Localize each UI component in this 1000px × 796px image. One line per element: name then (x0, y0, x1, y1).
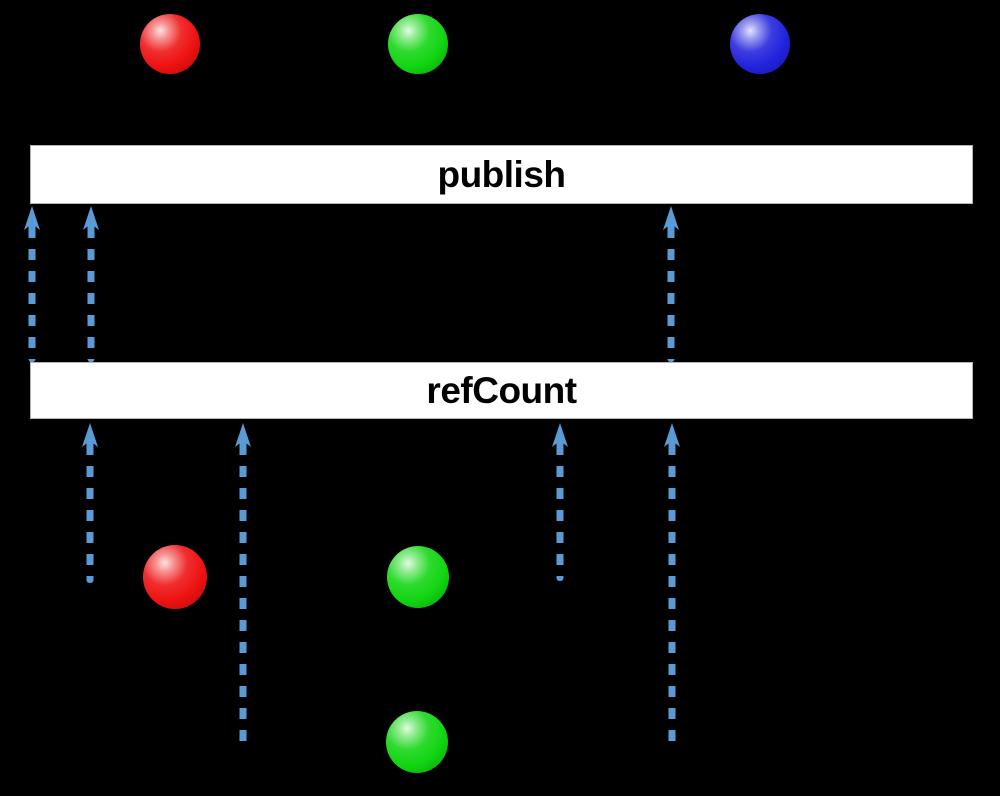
operator-bar-refcount[interactable]: refCount (30, 362, 973, 419)
arrow-head-icon (79, 423, 101, 449)
marble-output-green (388, 14, 448, 74)
arrow-head-icon (660, 206, 682, 232)
arrow-refcount-4 (661, 423, 683, 748)
operator-bar-publish[interactable]: publish (30, 145, 973, 204)
operator-label-publish: publish (437, 154, 566, 195)
arrow-head-icon (80, 206, 102, 232)
arrow-shaft (239, 444, 247, 748)
arrow-head-icon (21, 206, 43, 232)
arrow-shaft (668, 444, 676, 748)
arrow-shaft (87, 227, 95, 362)
arrow-shaft (28, 227, 36, 362)
arrow-publish-3 (660, 206, 682, 362)
marble-output-red (140, 14, 200, 74)
marble-source-red (143, 545, 207, 609)
arrow-shaft (556, 444, 564, 581)
arrow-publish-2 (80, 206, 102, 362)
marble-source-green-2 (386, 711, 448, 773)
arrow-head-icon (232, 423, 254, 449)
marble-output-blue (730, 14, 790, 74)
operator-label-refcount: refCount (426, 370, 577, 411)
arrow-publish-1 (21, 206, 43, 362)
arrow-refcount-1 (79, 423, 101, 583)
arrow-shaft (86, 444, 94, 583)
arrow-refcount-2 (232, 423, 254, 748)
arrow-head-icon (549, 423, 571, 449)
arrow-refcount-3 (549, 423, 571, 581)
arrow-head-icon (661, 423, 683, 449)
marble-source-green-1 (387, 546, 449, 608)
arrow-shaft (667, 227, 675, 362)
